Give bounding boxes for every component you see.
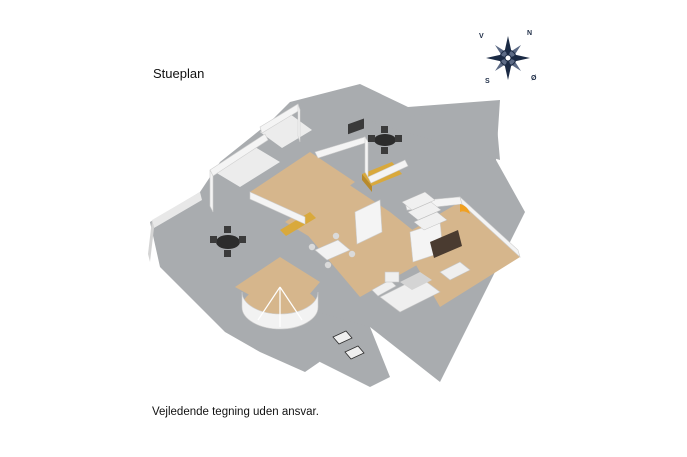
staircase (401, 191, 448, 231)
hall-strip (280, 212, 316, 236)
compass-north-label: N (527, 30, 533, 37)
compass-rose: V N S Ø (476, 28, 540, 88)
terrace-table-left (210, 226, 246, 257)
compass-south-label: S (485, 78, 490, 85)
compass-icon (486, 36, 530, 80)
sofa-group (371, 261, 471, 313)
conservatory (241, 285, 319, 330)
lounge-chairs (332, 330, 365, 360)
rug (400, 272, 432, 290)
compass-west-label: V (479, 33, 484, 40)
compass-east-label: Ø (531, 75, 537, 82)
dining-table (308, 232, 356, 269)
terrace-table-top (368, 126, 402, 154)
entrance-marker (460, 204, 470, 214)
bookshelf (430, 230, 462, 258)
floor-plan-diagram (148, 84, 525, 387)
disclaimer-text: Vejledende tegning uden ansvar. (152, 406, 319, 418)
plan-title: Stueplan (153, 66, 205, 81)
left-terrace-wall (148, 192, 202, 262)
